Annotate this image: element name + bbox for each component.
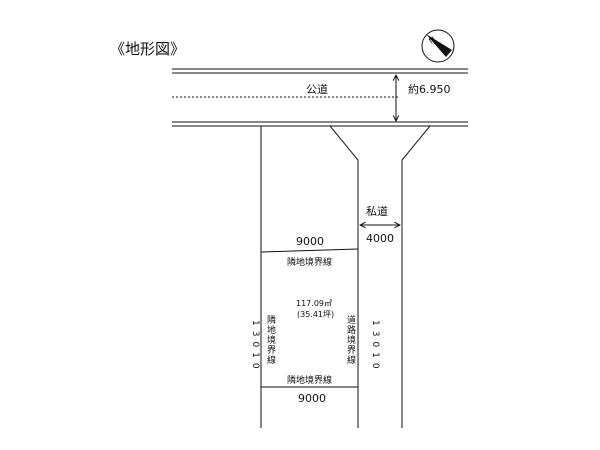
lot-right-boundary-label: 道路境界線 xyxy=(345,314,356,365)
lot-bottom-boundary-label: 隣地境界線 xyxy=(287,374,332,386)
lot-left-depth: 13010 xyxy=(250,320,260,374)
lot-top-boundary-label: 隣地境界線 xyxy=(287,256,332,268)
lot-top-width: 9000 xyxy=(296,235,324,248)
lot-area-tsubo: (35.41坪) xyxy=(297,310,334,319)
private-road-right-edge xyxy=(401,125,431,428)
private-road-label: 私道 xyxy=(366,204,388,218)
lot-top-boundary xyxy=(260,248,359,253)
public-road-label: 公道 xyxy=(306,82,328,96)
north-letter: N xyxy=(427,35,437,46)
lot-area-sqm: 117.09㎡ xyxy=(296,299,332,308)
lot-left-boundary-label: 隣地境界線 xyxy=(265,314,276,365)
public-road xyxy=(172,68,468,127)
private-road-width-label: 4000 xyxy=(366,232,394,245)
lot-right-boundary xyxy=(329,125,359,428)
road-width-label: 約6.950 xyxy=(408,82,451,96)
north-arrow-icon: N xyxy=(421,29,455,63)
lot-right-depth: 13010 xyxy=(370,320,380,374)
lot-outline xyxy=(260,125,431,428)
lot-bottom-width: 9000 xyxy=(298,392,326,405)
drawing-title: 《地形図》 xyxy=(110,40,185,58)
